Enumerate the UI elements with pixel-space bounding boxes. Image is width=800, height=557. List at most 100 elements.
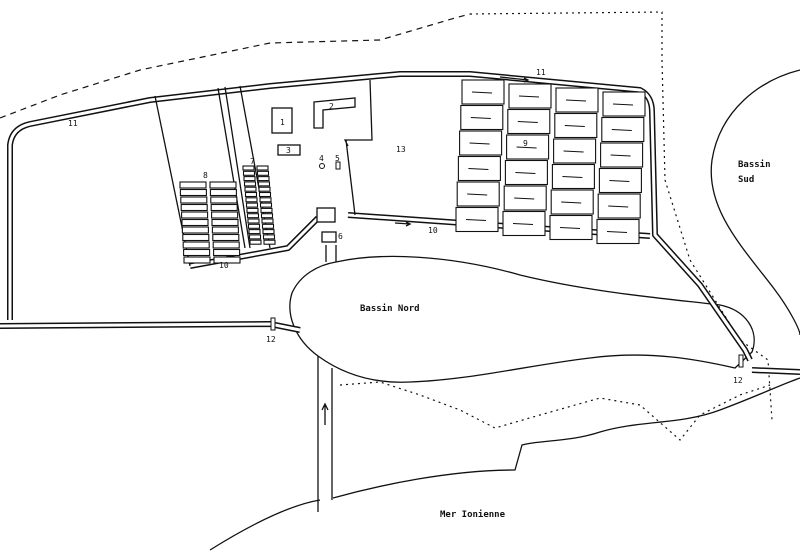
fish-pond bbox=[260, 213, 274, 219]
fish-pond bbox=[244, 191, 258, 198]
fish-pond bbox=[245, 202, 259, 208]
fish-pond bbox=[182, 233, 210, 242]
pond-divider bbox=[517, 120, 538, 124]
tank-5 bbox=[335, 161, 341, 170]
fish-pond bbox=[181, 226, 209, 234]
fish-pond bbox=[245, 197, 258, 203]
fish-pond bbox=[246, 207, 259, 213]
fish-pond bbox=[258, 191, 272, 198]
fish-pond bbox=[210, 203, 238, 212]
fish-pond bbox=[246, 213, 260, 219]
pond-divider bbox=[471, 91, 493, 94]
fish-pond bbox=[212, 233, 240, 242]
marker-9: 9 bbox=[523, 139, 528, 148]
fish-pond bbox=[257, 176, 270, 182]
fish-pond bbox=[247, 223, 261, 229]
fish-pond bbox=[242, 170, 256, 176]
fish-pond bbox=[256, 165, 269, 171]
fish-pond bbox=[262, 229, 275, 235]
pond-divider bbox=[470, 116, 491, 120]
flow-arrow bbox=[321, 402, 329, 425]
fish-pond bbox=[209, 188, 237, 197]
building-3 bbox=[277, 144, 301, 156]
tank-4 bbox=[319, 163, 325, 169]
property-boundary bbox=[0, 13, 471, 119]
fish-pond bbox=[260, 207, 273, 213]
pond-divider bbox=[559, 226, 581, 230]
fish-pond bbox=[180, 196, 208, 204]
marker-4: 4 bbox=[319, 154, 324, 163]
south-basin-label-2: Sud bbox=[738, 175, 754, 185]
marker-11-east: 11 bbox=[536, 68, 546, 77]
sea-label: Mer Ionienne bbox=[440, 509, 506, 520]
pond-divider bbox=[563, 150, 584, 153]
building-1 bbox=[271, 107, 293, 134]
bridge-12-west bbox=[270, 317, 276, 331]
fish-pond bbox=[247, 218, 260, 224]
marker-11-west: 11 bbox=[68, 119, 78, 128]
building-2 bbox=[313, 97, 356, 129]
pond-group-8 bbox=[179, 181, 241, 264]
fish-pond bbox=[249, 239, 262, 245]
fish-pond bbox=[211, 211, 239, 219]
fish-pond bbox=[209, 181, 237, 189]
pond-divider bbox=[518, 95, 540, 98]
pump-station bbox=[316, 207, 336, 223]
pond-divider bbox=[562, 175, 583, 179]
marker-12-west: 12 bbox=[266, 335, 276, 344]
marker-10-west: 10 bbox=[219, 261, 229, 270]
pond-divider bbox=[610, 154, 631, 157]
sluice-gate bbox=[321, 231, 337, 243]
fish-pond bbox=[211, 226, 239, 234]
fish-pond bbox=[213, 248, 241, 257]
pond-divider bbox=[514, 197, 535, 200]
pond-divider bbox=[467, 193, 488, 196]
marker-7: 7 bbox=[250, 157, 255, 166]
fish-pond bbox=[243, 181, 257, 187]
fish-pond bbox=[248, 234, 262, 240]
sea-channel bbox=[317, 356, 333, 512]
fish-pond bbox=[242, 165, 255, 171]
pond-divider bbox=[609, 179, 630, 183]
fish-pond bbox=[244, 186, 257, 192]
pond-divider bbox=[564, 124, 585, 128]
pond-divider bbox=[465, 218, 487, 222]
pond-divider bbox=[608, 205, 629, 208]
pond-divider bbox=[612, 103, 634, 106]
fish-pond bbox=[262, 234, 276, 240]
pond-divider bbox=[561, 201, 582, 204]
pond-divider bbox=[611, 128, 632, 132]
marker-1: 1 bbox=[280, 118, 285, 127]
fish-pond bbox=[261, 218, 274, 224]
zone-lines bbox=[154, 79, 373, 267]
marker-3: 3 bbox=[286, 146, 291, 155]
pond-divider bbox=[516, 146, 537, 149]
marker-10-east: 10 bbox=[428, 226, 438, 235]
marker-2: 2 bbox=[329, 102, 334, 111]
sea-coast bbox=[209, 377, 800, 551]
fish-pond bbox=[248, 229, 261, 235]
south-basin-label-1: Bassin bbox=[738, 159, 771, 170]
shore-dotted-line bbox=[339, 381, 771, 441]
north-basin-shore bbox=[289, 255, 755, 383]
fish-pond bbox=[180, 203, 208, 212]
fish-pond bbox=[550, 189, 594, 215]
pond-divider bbox=[469, 142, 490, 145]
marker-8: 8 bbox=[203, 171, 208, 180]
marker-13: 13 bbox=[396, 145, 406, 154]
fish-pond bbox=[257, 181, 271, 187]
fish-pond bbox=[263, 239, 276, 245]
fish-pond bbox=[183, 248, 211, 257]
south-basin-shore bbox=[710, 69, 800, 336]
fish-pond bbox=[259, 197, 272, 203]
fish-pond bbox=[211, 218, 239, 227]
flow-arrow-11 bbox=[499, 76, 530, 83]
marker-12-east: 12 bbox=[733, 376, 743, 385]
fish-pond bbox=[181, 211, 209, 219]
fish-pond bbox=[259, 202, 273, 208]
pond-divider bbox=[515, 171, 536, 175]
fish-pond bbox=[256, 170, 270, 176]
fish-pond bbox=[210, 196, 238, 204]
